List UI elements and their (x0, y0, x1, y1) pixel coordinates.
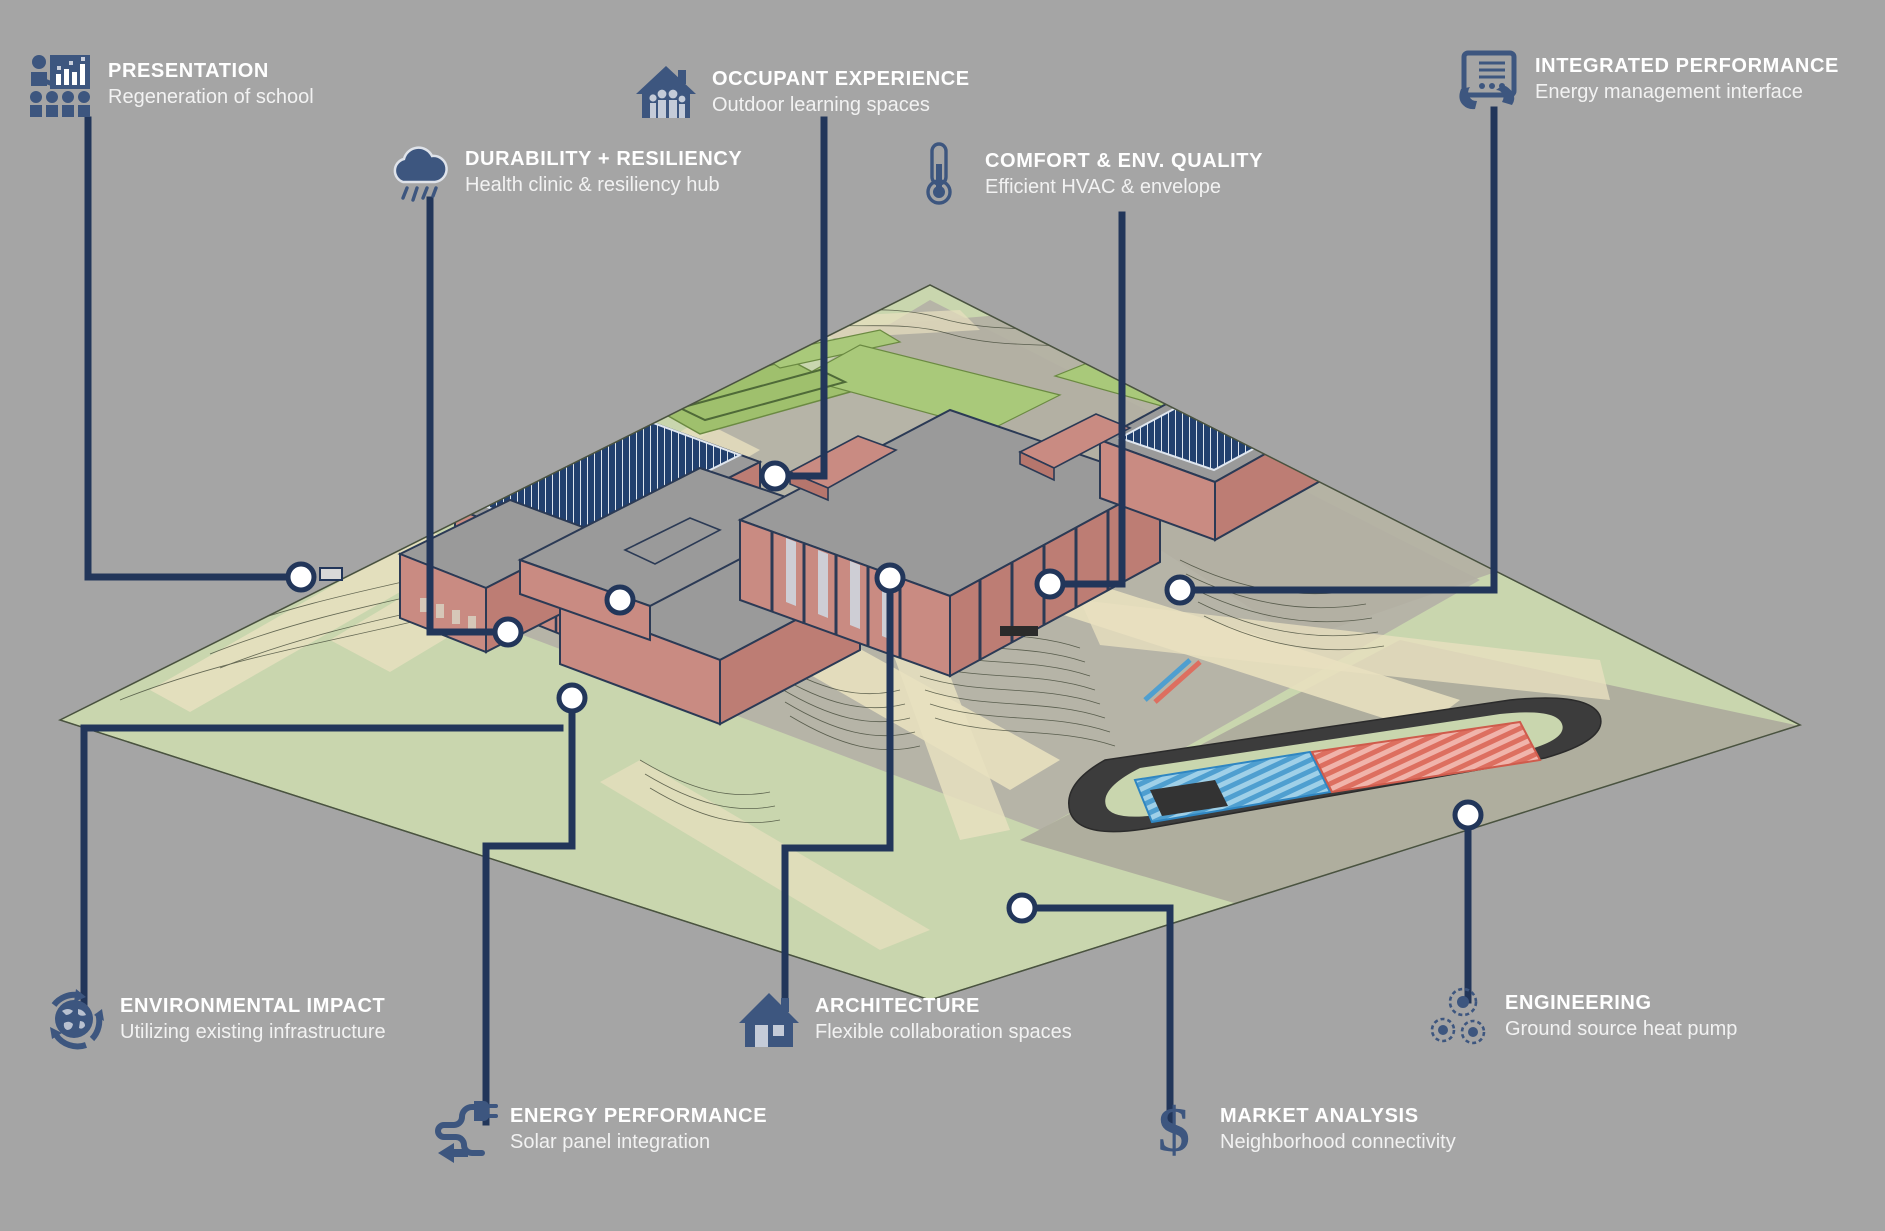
callout-subtitle: Regeneration of school (108, 85, 314, 108)
callout-text: DURABILITY + RESILIENCY Health clinic & … (465, 147, 742, 198)
callout-text: ARCHITECTURE Flexible collaboration spac… (815, 994, 1072, 1045)
callout-subtitle: Energy management interface (1535, 80, 1803, 103)
node-engineering (1452, 799, 1484, 831)
node-environmental (556, 682, 588, 714)
node-architecture (874, 562, 906, 594)
callout-integrated[interactable]: INTEGRATED PERFORMANCE Energy management… (1455, 45, 1839, 113)
node-energy (604, 584, 636, 616)
callout-text: COMFORT & ENV. QUALITY Efficient HVAC & … (985, 149, 1263, 200)
house-family-icon (632, 58, 700, 126)
callout-durability[interactable]: DURABILITY + RESILIENCY Health clinic & … (385, 138, 742, 206)
callout-title: OCCUPANT EXPERIENCE (712, 67, 970, 90)
callout-text: PRESENTATION Regeneration of school (108, 59, 314, 110)
callout-text: INTEGRATED PERFORMANCE Energy management… (1535, 54, 1839, 105)
callout-title: INTEGRATED PERFORMANCE (1535, 54, 1839, 77)
callout-comfort[interactable]: COMFORT & ENV. QUALITY Efficient HVAC & … (905, 140, 1263, 208)
callout-subtitle: Solar panel integration (510, 1130, 711, 1153)
callout-title: PRESENTATION (108, 59, 269, 82)
callout-architecture[interactable]: ARCHITECTURE Flexible collaboration spac… (735, 985, 1072, 1053)
callout-title: ENVIRONMENTAL IMPACT (120, 994, 386, 1017)
callout-text: MARKET ANALYSIS Neighborhood connectivit… (1220, 1104, 1456, 1155)
callout-engineering[interactable]: ENGINEERING Ground source heat pump (1425, 982, 1737, 1050)
callout-text: ENVIRONMENTAL IMPACT Utilizing existing … (120, 994, 386, 1045)
svg-text:$: $ (1158, 1095, 1190, 1163)
dollar-sign-icon: $ (1140, 1095, 1208, 1163)
callout-market[interactable]: $ MARKET ANALYSIS Neighborhood connectiv… (1140, 1095, 1456, 1163)
callout-title: ENGINEERING (1505, 991, 1652, 1014)
thermometer-icon (905, 140, 973, 208)
callout-subtitle: Utilizing existing infrastructure (120, 1020, 386, 1043)
callout-subtitle: Neighborhood connectivity (1220, 1130, 1456, 1153)
node-durability (492, 616, 524, 648)
node-presentation (285, 561, 317, 593)
callout-subtitle: Efficient HVAC & envelope (985, 175, 1222, 198)
callout-subtitle: Outdoor learning spaces (712, 93, 930, 116)
node-comfort (1034, 568, 1066, 600)
callout-title: ENERGY PERFORMANCE (510, 1104, 768, 1127)
callout-title: DURABILITY + RESILIENCY (465, 147, 743, 170)
outdoor-learning-canopy (677, 368, 848, 422)
power-plug-icon (430, 1095, 498, 1163)
rain-cloud-icon (385, 138, 453, 206)
globe-recycle-icon (40, 985, 108, 1053)
callout-text: ENGINEERING Ground source heat pump (1505, 991, 1737, 1042)
callout-subtitle: Flexible collaboration spaces (815, 1020, 1072, 1043)
callout-text: OCCUPANT EXPERIENCE Outdoor learning spa… (712, 67, 970, 118)
three-gears-icon (1425, 982, 1493, 1050)
callout-energy[interactable]: ENERGY PERFORMANCE Solar panel integrati… (430, 1095, 767, 1163)
callout-subtitle: Ground source heat pump (1505, 1017, 1738, 1040)
node-market (1006, 892, 1038, 924)
node-occupant (759, 460, 791, 492)
callout-occupant[interactable]: OCCUPANT EXPERIENCE Outdoor learning spa… (632, 58, 970, 126)
callout-title: MARKET ANALYSIS (1220, 1104, 1419, 1127)
node-integrated (1164, 574, 1196, 606)
callout-text: ENERGY PERFORMANCE Solar panel integrati… (510, 1104, 767, 1155)
callout-subtitle: Health clinic & resiliency hub (465, 173, 720, 196)
callout-title: ARCHITECTURE (815, 994, 980, 1017)
heat-pump-loop-return (1310, 720, 1542, 794)
house-door-window-icon (735, 985, 803, 1053)
callout-environmental[interactable]: ENVIRONMENTAL IMPACT Utilizing existing … (40, 985, 386, 1053)
tablet-hands-icon (1455, 45, 1523, 113)
presentation-board-icon (28, 50, 96, 118)
callout-title: COMFORT & ENV. QUALITY (985, 149, 1264, 172)
callout-presentation[interactable]: PRESENTATION Regeneration of school (28, 50, 314, 118)
